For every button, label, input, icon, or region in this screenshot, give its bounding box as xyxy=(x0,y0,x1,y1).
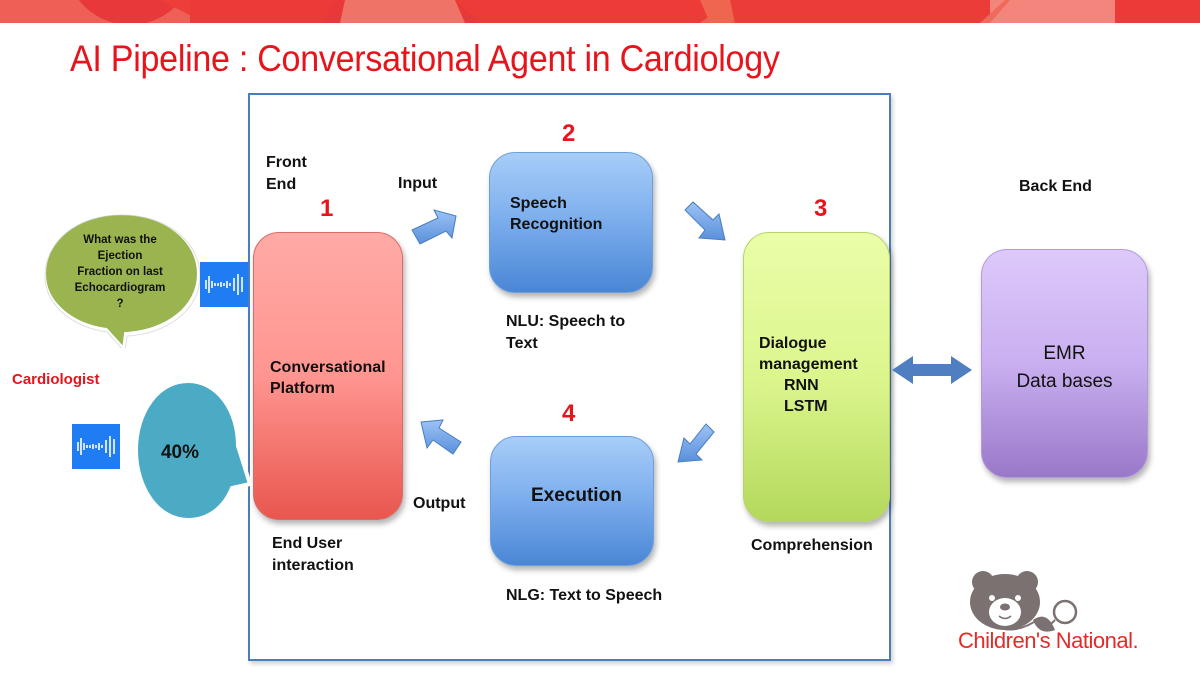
childrens-national-logo-text: Children's National. xyxy=(958,628,1139,654)
speech-recognition-box: Speech Recognition xyxy=(489,152,653,293)
header-banner xyxy=(0,0,1200,23)
question-line4: Echocardiogram xyxy=(74,282,166,294)
conversational-platform-text: Conversational Platform xyxy=(270,357,386,399)
output-label: Output xyxy=(413,495,466,512)
dialogue-line2: management xyxy=(759,356,858,373)
question-speech-bubble xyxy=(41,210,202,348)
step-number-3: 3 xyxy=(814,195,828,222)
end-user-label-line1: End User xyxy=(272,535,343,552)
nlg-label: NLG: Text to Speech xyxy=(506,587,663,604)
execution-box: Execution xyxy=(490,436,654,566)
conversational-platform-box: Conversational Platform xyxy=(253,232,403,520)
end-user-label-line2: interaction xyxy=(272,557,354,574)
to-dialogue-arrow-icon xyxy=(684,201,726,241)
dialogue-management-text: Dialogue management RNN LSTM xyxy=(759,333,858,417)
input-arrow-icon xyxy=(411,209,457,245)
nlu-label-line1: NLU: Speech to xyxy=(506,313,626,330)
step-number-1: 1 xyxy=(320,195,334,222)
front-end-frame xyxy=(248,93,891,661)
conversational-platform-line1: Conversational xyxy=(270,359,386,376)
step-number-4: 4 xyxy=(562,400,576,427)
dialogue-lstm: LSTM xyxy=(784,398,828,415)
bidirectional-arrow-icon xyxy=(892,356,972,384)
emr-line2: Data bases xyxy=(1016,371,1113,392)
logo-name: Children's National xyxy=(958,628,1133,653)
banner-decoration xyxy=(0,0,1200,23)
cardiologist-label: Cardiologist xyxy=(12,371,100,388)
question-text: What was the Ejection Fraction on last E… xyxy=(60,232,180,312)
question-line5: ? xyxy=(116,298,124,310)
front-end-label-line1: Front xyxy=(266,154,307,171)
dialogue-rnn: RNN xyxy=(784,377,819,394)
input-label: Input xyxy=(398,175,438,192)
comprehension-label: Comprehension xyxy=(751,537,873,554)
dialogue-line1: Dialogue xyxy=(759,335,827,352)
emr-database-text: EMR Data bases xyxy=(982,340,1147,396)
back-end-label: Back End xyxy=(1019,178,1092,195)
front-end-label: Front End xyxy=(266,152,307,196)
answer-text: 40% xyxy=(160,442,200,463)
audio-waveform-icon xyxy=(72,424,120,469)
dialogue-management-box: Dialogue management RNN LSTM xyxy=(743,232,890,522)
conversational-platform-line2: Platform xyxy=(270,380,335,397)
childrens-national-bear-logo-icon xyxy=(970,571,1078,632)
emr-line1: EMR xyxy=(1043,343,1086,364)
speech-recognition-line2: Recognition xyxy=(510,216,603,233)
audio-waveform-icon xyxy=(200,262,248,307)
emr-database-box: EMR Data bases xyxy=(981,249,1148,478)
nlu-label-line2: Text xyxy=(506,335,538,352)
output-arrow-icon xyxy=(420,419,462,455)
nlu-label: NLU: Speech to Text xyxy=(506,311,625,355)
answer-speech-bubble xyxy=(133,378,253,523)
end-user-label: End User interaction xyxy=(272,533,354,577)
front-end-label-line2: End xyxy=(266,176,297,193)
execution-text: Execution xyxy=(531,485,622,506)
slide-title: AI Pipeline : Conversational Agent in Ca… xyxy=(70,38,780,79)
speech-recognition-text: Speech Recognition xyxy=(510,193,602,235)
speech-recognition-line1: Speech xyxy=(510,195,567,212)
logo-suffix: . xyxy=(1132,628,1139,653)
question-line1: What was the xyxy=(83,234,157,246)
question-line2: Ejection xyxy=(97,250,143,262)
step-number-2: 2 xyxy=(562,120,576,147)
question-line3: Fraction on last xyxy=(77,266,163,278)
to-execution-arrow-icon xyxy=(677,423,715,463)
